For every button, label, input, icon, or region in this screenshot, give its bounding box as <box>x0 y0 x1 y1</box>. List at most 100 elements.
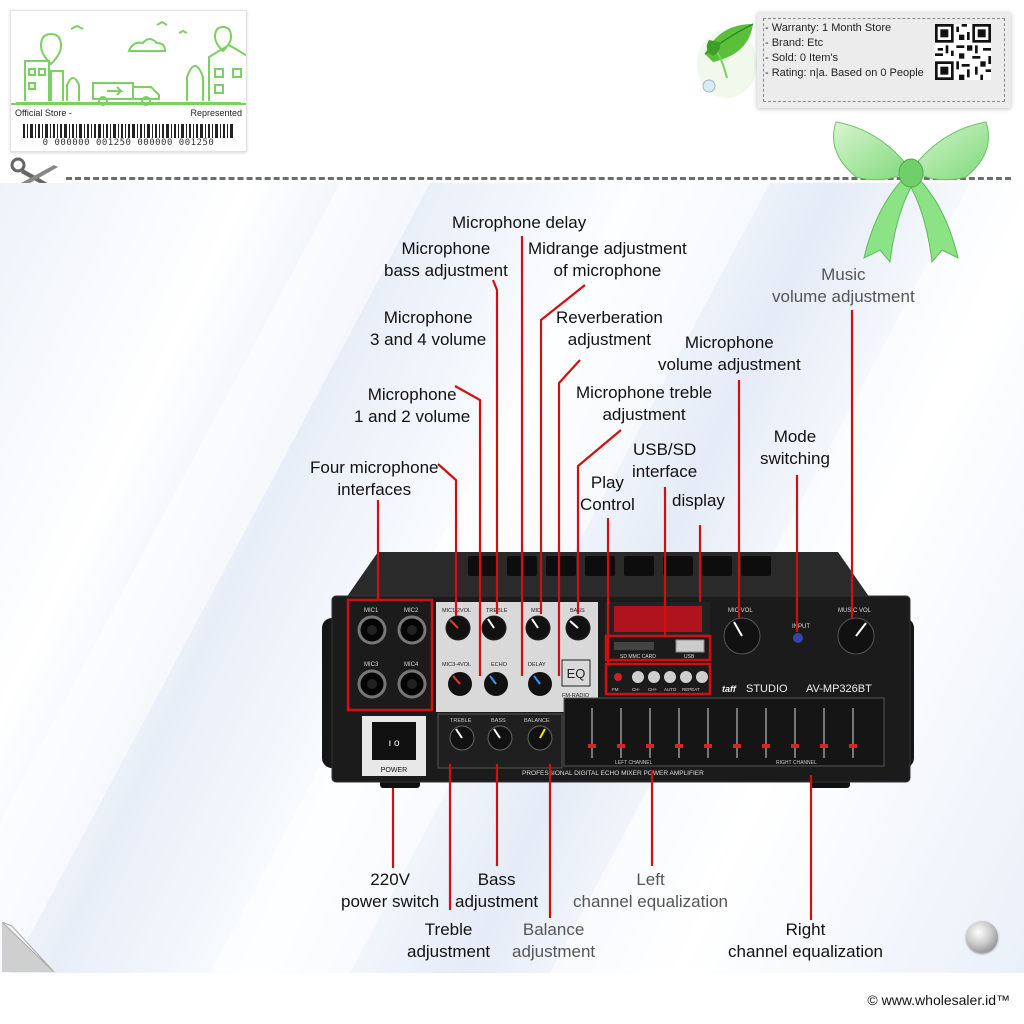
label-usbsd-line1: USB/SD <box>632 440 697 459</box>
knob-label-mid: MID <box>531 608 541 614</box>
play-control-box <box>604 662 712 696</box>
mode-switch-button[interactable] <box>793 633 803 643</box>
label-midrange-line1: Midrange adjustment <box>528 239 687 258</box>
label-play-line2: Control <box>580 495 635 514</box>
label-reverberation: Reverberation adjustment <box>556 307 663 351</box>
store-card: Official Store - Represented 0 000000 00… <box>10 10 247 152</box>
bottom-knobs[interactable] <box>448 672 552 696</box>
label-reverb-line2: adjustment <box>567 330 651 349</box>
ir-sensor <box>614 673 622 681</box>
usb-port[interactable] <box>675 639 705 653</box>
play-btn-repeat: REPEAT <box>682 687 700 692</box>
knob-label-echo: ECHO <box>491 662 508 668</box>
label-mic-delay: Microphone delay <box>452 212 586 234</box>
product-info-box: - Warranty: 1 Month Store - Brand: Etc -… <box>757 12 1011 108</box>
mic-vol-label: MIC VOL <box>728 608 753 614</box>
brand-prefix: taff <box>722 684 737 694</box>
label-left-eq-line2: channel equalization <box>573 892 729 911</box>
warranty-text: - Warranty: 1 Month Store <box>765 22 892 34</box>
callout-lines <box>376 236 854 920</box>
play-buttons[interactable] <box>632 671 708 683</box>
info-lines: - Warranty: 1 Month Store - Brand: Etc -… <box>765 21 924 81</box>
label-balance: Balance adjustment <box>512 919 595 963</box>
label-balance-line1: Balance <box>522 920 585 939</box>
brand-name: STUDIO <box>746 683 788 695</box>
barcode <box>23 124 233 138</box>
eq-label: EQ <box>567 666 586 681</box>
label-right-eq-line1: Right <box>785 920 826 939</box>
eq-badge <box>561 659 591 687</box>
sd-slot[interactable] <box>614 642 654 650</box>
play-btn-auto: AUTO <box>664 687 677 692</box>
label-display: display <box>672 490 725 512</box>
knob-label-bass2: BASS <box>491 718 506 724</box>
label-display-text: display <box>672 491 725 510</box>
label-mic34-volume: Microphone 3 and 4 volume <box>370 307 486 351</box>
label-play-line1: Play <box>590 473 624 492</box>
label-treble-line2: adjustment <box>407 942 491 961</box>
display-screen <box>614 606 702 632</box>
label-bass-line2: adjustment <box>455 892 539 911</box>
fm-radio-label: FM-RADIO <box>562 693 590 699</box>
play-btn-fm: FM <box>612 687 619 692</box>
label-music-vol-line1: Music <box>821 265 866 284</box>
barcode-number: 0 000000 001250 000000 001250 <box>42 138 215 148</box>
copyright: © www.wholesaler.id™ <box>867 992 1010 1008</box>
leaf-icon <box>697 23 757 98</box>
knob-label-balance: BALANCE <box>524 718 550 724</box>
model-name: AV-MP326BT <box>806 683 872 695</box>
music-vol-label: MUSIC VOL <box>838 608 872 614</box>
label-midrange-line2: of microphone <box>553 261 662 280</box>
label-usbsd-line2: interface <box>632 462 698 481</box>
scroll-ball-icon[interactable] <box>966 921 998 953</box>
music-vol-indicator <box>855 622 867 637</box>
amp-subtitle: PROFESSIONAL DIGITAL ECHO MIXER POWER AM… <box>522 770 704 777</box>
official-store-label: Official Store - <box>15 108 72 118</box>
label-usb-sd: USB/SD interface <box>632 439 697 483</box>
label-micvol-line2: volume adjustment <box>658 355 801 374</box>
tone-knobs[interactable] <box>449 725 553 751</box>
play-btn-ch-plus: CH+ <box>648 687 657 692</box>
mic1-label: MIC1 <box>364 608 379 614</box>
label-left-eq: Left channel equalization <box>573 869 728 913</box>
label-bass: Bass adjustment <box>455 869 538 913</box>
knob-label-delay: DELAY <box>528 662 546 668</box>
label-music-vol-line2: volume adjustment <box>772 287 915 306</box>
top-knobs[interactable] <box>445 615 591 641</box>
label-mic-treble-line1: Microphone treble <box>576 383 713 402</box>
label-bass-line1: Bass <box>477 870 516 889</box>
label-right-eq-line2: channel equalization <box>728 942 884 961</box>
label-mode-line2: switching <box>760 449 830 468</box>
label-treble-line1: Treble <box>424 920 473 939</box>
label-mic-bass-line2: bass adjustment <box>384 261 508 280</box>
label-mic-delay-text: Microphone delay <box>452 213 587 232</box>
label-mode-line1: Mode <box>773 427 817 446</box>
right-channel-label: RIGHT CHANNEL <box>776 760 817 766</box>
mic-inputs-box <box>346 598 434 712</box>
power-switch-mark: ı ο <box>388 738 400 749</box>
usb-sd-box <box>604 634 712 662</box>
mic-jacks <box>357 615 427 699</box>
power-switch[interactable] <box>372 722 416 760</box>
play-btn-ch-minus: CH- <box>632 687 640 692</box>
store-strip: Official Store - Represented <box>11 103 246 123</box>
label-reverb-line1: Reverberation <box>556 308 663 327</box>
qr-code-icon[interactable] <box>935 24 991 80</box>
mic2-label: MIC2 <box>404 608 419 614</box>
page-curl-icon[interactable] <box>2 922 56 974</box>
label-mic12-line1: Microphone <box>367 385 457 404</box>
label-mic12-line2: 1 and 2 volume <box>354 407 471 426</box>
label-mic34-line2: 3 and 4 volume <box>370 330 487 349</box>
label-balance-line2: adjustment <box>512 942 596 961</box>
label-left-eq-line1: Left <box>636 870 665 889</box>
label-mic34-line1: Microphone <box>383 308 473 327</box>
label-power-line1: 220V <box>370 870 410 889</box>
eq-slider-caps[interactable] <box>588 744 857 748</box>
label-music-volume: Music volume adjustment <box>772 264 915 308</box>
